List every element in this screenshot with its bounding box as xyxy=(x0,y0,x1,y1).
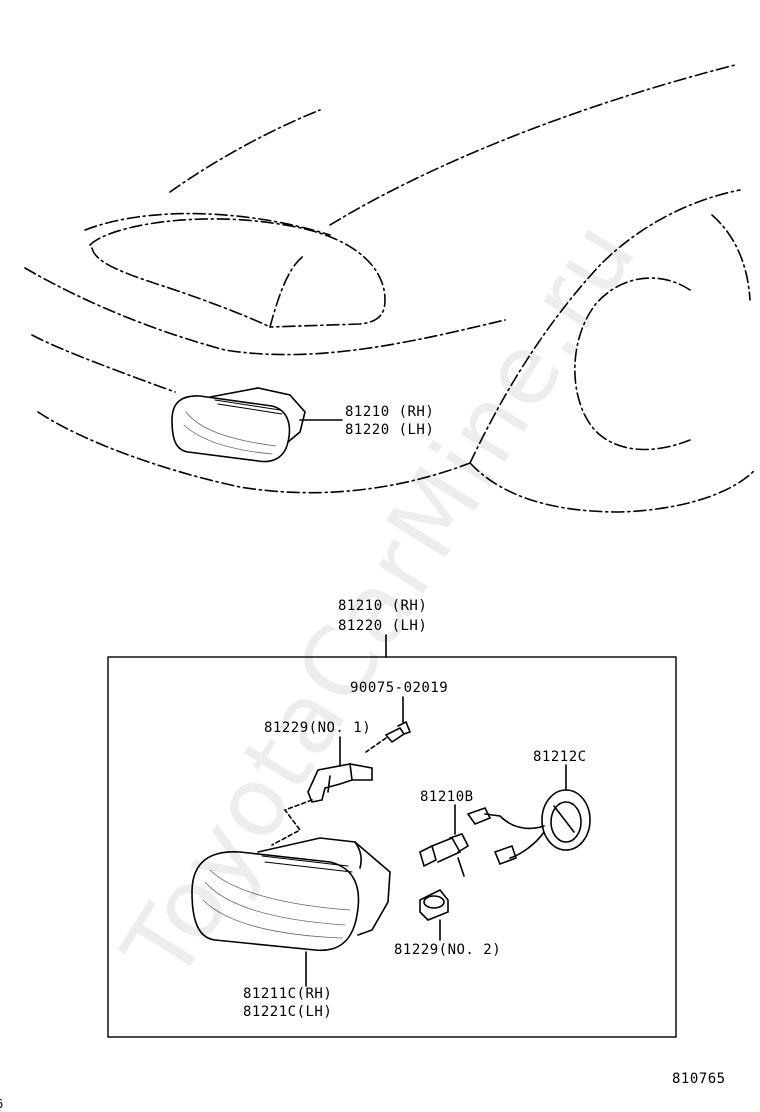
socket-wire-part xyxy=(466,789,591,866)
lens-housing-part xyxy=(191,837,391,952)
clip-no1-label: 81229(NO. 1) xyxy=(264,720,372,736)
bulb-part xyxy=(419,833,470,877)
screw-label: 90075-02019 xyxy=(350,680,449,696)
assembly-callout-rh: 81210 (RH) xyxy=(338,598,428,614)
diagram-number: 810765 xyxy=(672,1071,726,1087)
fog-lamp-on-car xyxy=(171,387,306,463)
grommet-no2-label: 81229(NO. 2) xyxy=(394,942,502,958)
lens-lh-label: 81221C(LH) xyxy=(243,1004,333,1020)
socket-wire-label: 81212C xyxy=(533,749,587,765)
top-callout-lh: 81220 (LH) xyxy=(345,422,435,438)
assembly-callout-lh: 81220 (LH) xyxy=(338,618,428,634)
phantom-screw-to-clip xyxy=(365,737,387,753)
screw-part xyxy=(384,720,412,744)
car-body-outline xyxy=(24,64,756,513)
top-callout-rh: 81210 (RH) xyxy=(345,404,435,420)
assembly-box xyxy=(107,656,677,1038)
edge-mark: 6 xyxy=(0,1096,4,1112)
phantom-clip-to-lens xyxy=(271,799,313,846)
grommet-no2-part xyxy=(419,888,449,921)
clip-no1-part xyxy=(307,763,373,803)
lens-rh-label: 81211C(RH) xyxy=(243,986,333,1002)
bulb-label: 81210B xyxy=(420,789,474,805)
